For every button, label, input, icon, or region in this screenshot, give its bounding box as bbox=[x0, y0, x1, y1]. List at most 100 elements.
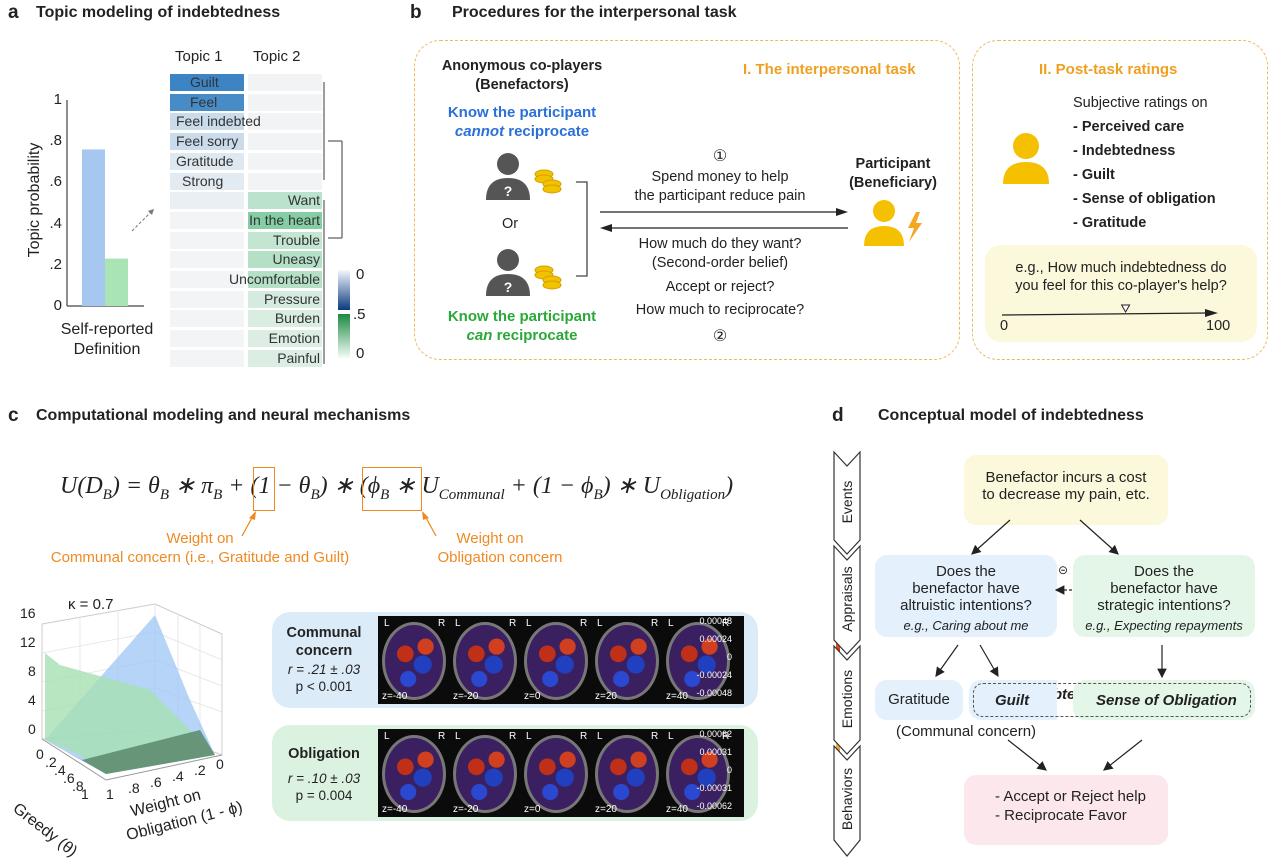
participant-person-icon bbox=[864, 200, 922, 246]
scale-marker bbox=[1120, 304, 1131, 314]
heatmap-dendrogram bbox=[323, 82, 343, 364]
altruistic-text-1: Does the bbox=[935, 563, 997, 580]
coin-stack-icon bbox=[534, 169, 562, 194]
eq-sub: B bbox=[213, 486, 223, 503]
slice-z-label: z=20 bbox=[595, 691, 617, 702]
brain-slice bbox=[382, 622, 446, 700]
strategic-appraisal-box: Does the benefactor have strategic inten… bbox=[1073, 555, 1255, 637]
heatmap-cell-topic2 bbox=[248, 93, 322, 111]
altruistic-text-3: altruistic intentions? bbox=[900, 597, 1032, 614]
eq-phi: ϕ bbox=[367, 473, 381, 499]
guilt-label: Guilt bbox=[995, 692, 1030, 709]
svg-text:?: ? bbox=[504, 279, 513, 295]
topic-bar-chart bbox=[66, 100, 144, 307]
rating-item: - Indebtedness bbox=[1073, 143, 1176, 159]
y-tick-label: 0 bbox=[53, 297, 62, 314]
heatmap-cell-topic1 bbox=[170, 211, 244, 229]
brain-slice bbox=[666, 622, 730, 700]
panel-c-title: Computational modeling and neural mechan… bbox=[36, 407, 411, 424]
cannot-rest: reciprocate bbox=[504, 123, 590, 140]
weight-communal-label-1: Weight on bbox=[166, 530, 234, 547]
stage-label-events: Events bbox=[839, 480, 855, 524]
brain-row-title: Obligation bbox=[272, 745, 376, 763]
strategic-example: e.g., Expecting repayments bbox=[1085, 618, 1243, 633]
eq-sub-communal: Communal bbox=[438, 486, 505, 503]
ratings-intro: Subjective ratings on bbox=[1073, 95, 1208, 111]
left-marker: L bbox=[455, 618, 461, 629]
heatmap-cell-topic2 bbox=[248, 152, 322, 170]
eq-sub: B bbox=[593, 486, 603, 503]
bar-topic-2 bbox=[105, 258, 128, 306]
slice-z-label: z=40 bbox=[666, 691, 688, 702]
scale-max-label: 100 bbox=[1206, 318, 1231, 334]
bar-topic-1 bbox=[82, 149, 105, 306]
eq-part: ) ∗ ( bbox=[319, 473, 368, 499]
strategic-text-3: strategic intentions? bbox=[1097, 597, 1231, 614]
stage-chevrons bbox=[833, 450, 861, 857]
rating-example-box bbox=[985, 245, 1257, 342]
greedy-tick-label: .6 bbox=[63, 770, 75, 786]
step1-text-2: the participant reduce pain bbox=[634, 188, 806, 204]
heatmap-cell-topic2 bbox=[248, 290, 322, 308]
dashed-arrow-icon bbox=[131, 209, 154, 232]
left-marker: L bbox=[455, 731, 461, 742]
altruistic-example: e.g., Caring about me bbox=[903, 618, 1029, 633]
inhibit-icon: ⊝ bbox=[1058, 563, 1069, 577]
right-marker: R bbox=[509, 618, 517, 629]
rating-item: - Guilt bbox=[1073, 167, 1115, 183]
coplayer-can-person-icon: ? bbox=[486, 249, 562, 296]
participant-label-1: Participant bbox=[855, 156, 931, 172]
heatmap-word-label: Feel indebted bbox=[176, 113, 261, 130]
brain-slice bbox=[595, 622, 659, 700]
cannot-label-1: Know the participant bbox=[447, 104, 597, 121]
y-tick-label: .2 bbox=[49, 255, 62, 273]
brain-slice bbox=[453, 735, 517, 813]
eq-sub: B bbox=[310, 486, 320, 503]
surface-plot bbox=[41, 603, 223, 781]
heatmap-word-label: Painful bbox=[277, 349, 320, 366]
post-task-ratings-box bbox=[972, 40, 1268, 360]
behavior-text-2: - Reciprocate Favor bbox=[995, 807, 1127, 824]
brain-row-title-1: Obligation bbox=[288, 746, 360, 762]
cannot-em: cannot bbox=[454, 123, 505, 140]
step2-question-1b: (Second-order belief) bbox=[651, 255, 789, 271]
colorbar-tick: 0.00024 bbox=[699, 634, 732, 644]
eq-part: (1 − ϕ bbox=[532, 473, 594, 499]
can-label-1: Know the participant bbox=[447, 308, 597, 325]
heatmap-cell-topic2 bbox=[248, 113, 322, 131]
greedy-tick-label: .8 bbox=[72, 778, 84, 794]
heatmap-col-topic2: Topic 2 bbox=[253, 48, 301, 65]
z-tick-label: 16 bbox=[20, 605, 36, 621]
heatmap-cell-topic1 bbox=[170, 310, 244, 328]
altruistic-appraisal-box: Does the benefactor have altruistic inte… bbox=[875, 555, 1057, 637]
heatmap-cell-topic2 bbox=[248, 251, 322, 269]
colorbar-tick: 0.00062 bbox=[699, 729, 732, 739]
heatmap-cell-topic1 bbox=[170, 172, 244, 190]
panel-a-title: Topic modeling of indebtedness bbox=[36, 4, 281, 21]
eq-part: + bbox=[504, 473, 533, 499]
or-label: Or bbox=[501, 216, 519, 232]
coplayer-cannot-person-icon: ? bbox=[486, 153, 562, 200]
eq-part: ∗ π bbox=[168, 473, 214, 499]
brain-row-title-2: concern bbox=[295, 643, 353, 659]
heatmap-cell-topic1 bbox=[170, 290, 244, 308]
brain-slice bbox=[382, 735, 446, 813]
right-marker: R bbox=[438, 618, 446, 629]
strategic-text-2: benefactor have bbox=[1110, 580, 1218, 597]
step1-marker: ① bbox=[712, 148, 728, 165]
heatmap-word-label: Strong bbox=[182, 172, 224, 189]
z-tick-label: 4 bbox=[28, 692, 36, 708]
brain-slice bbox=[524, 622, 588, 700]
weight-tick-label: .4 bbox=[172, 768, 184, 784]
left-marker: L bbox=[526, 618, 532, 629]
left-marker: L bbox=[597, 618, 603, 629]
greedy-tick-label: 0 bbox=[36, 746, 44, 762]
heatmap-cell-topic1 bbox=[170, 349, 244, 367]
indebtedness-dashed-outline bbox=[973, 683, 1251, 717]
orange-pointer-arrows bbox=[241, 511, 437, 537]
y-axis-label: Topic probability bbox=[26, 142, 43, 258]
colorbar-tick: 0.00048 bbox=[699, 616, 732, 626]
slice-z-label: z=0 bbox=[524, 691, 541, 702]
colorbar-label-bottom: 0 bbox=[356, 345, 365, 362]
